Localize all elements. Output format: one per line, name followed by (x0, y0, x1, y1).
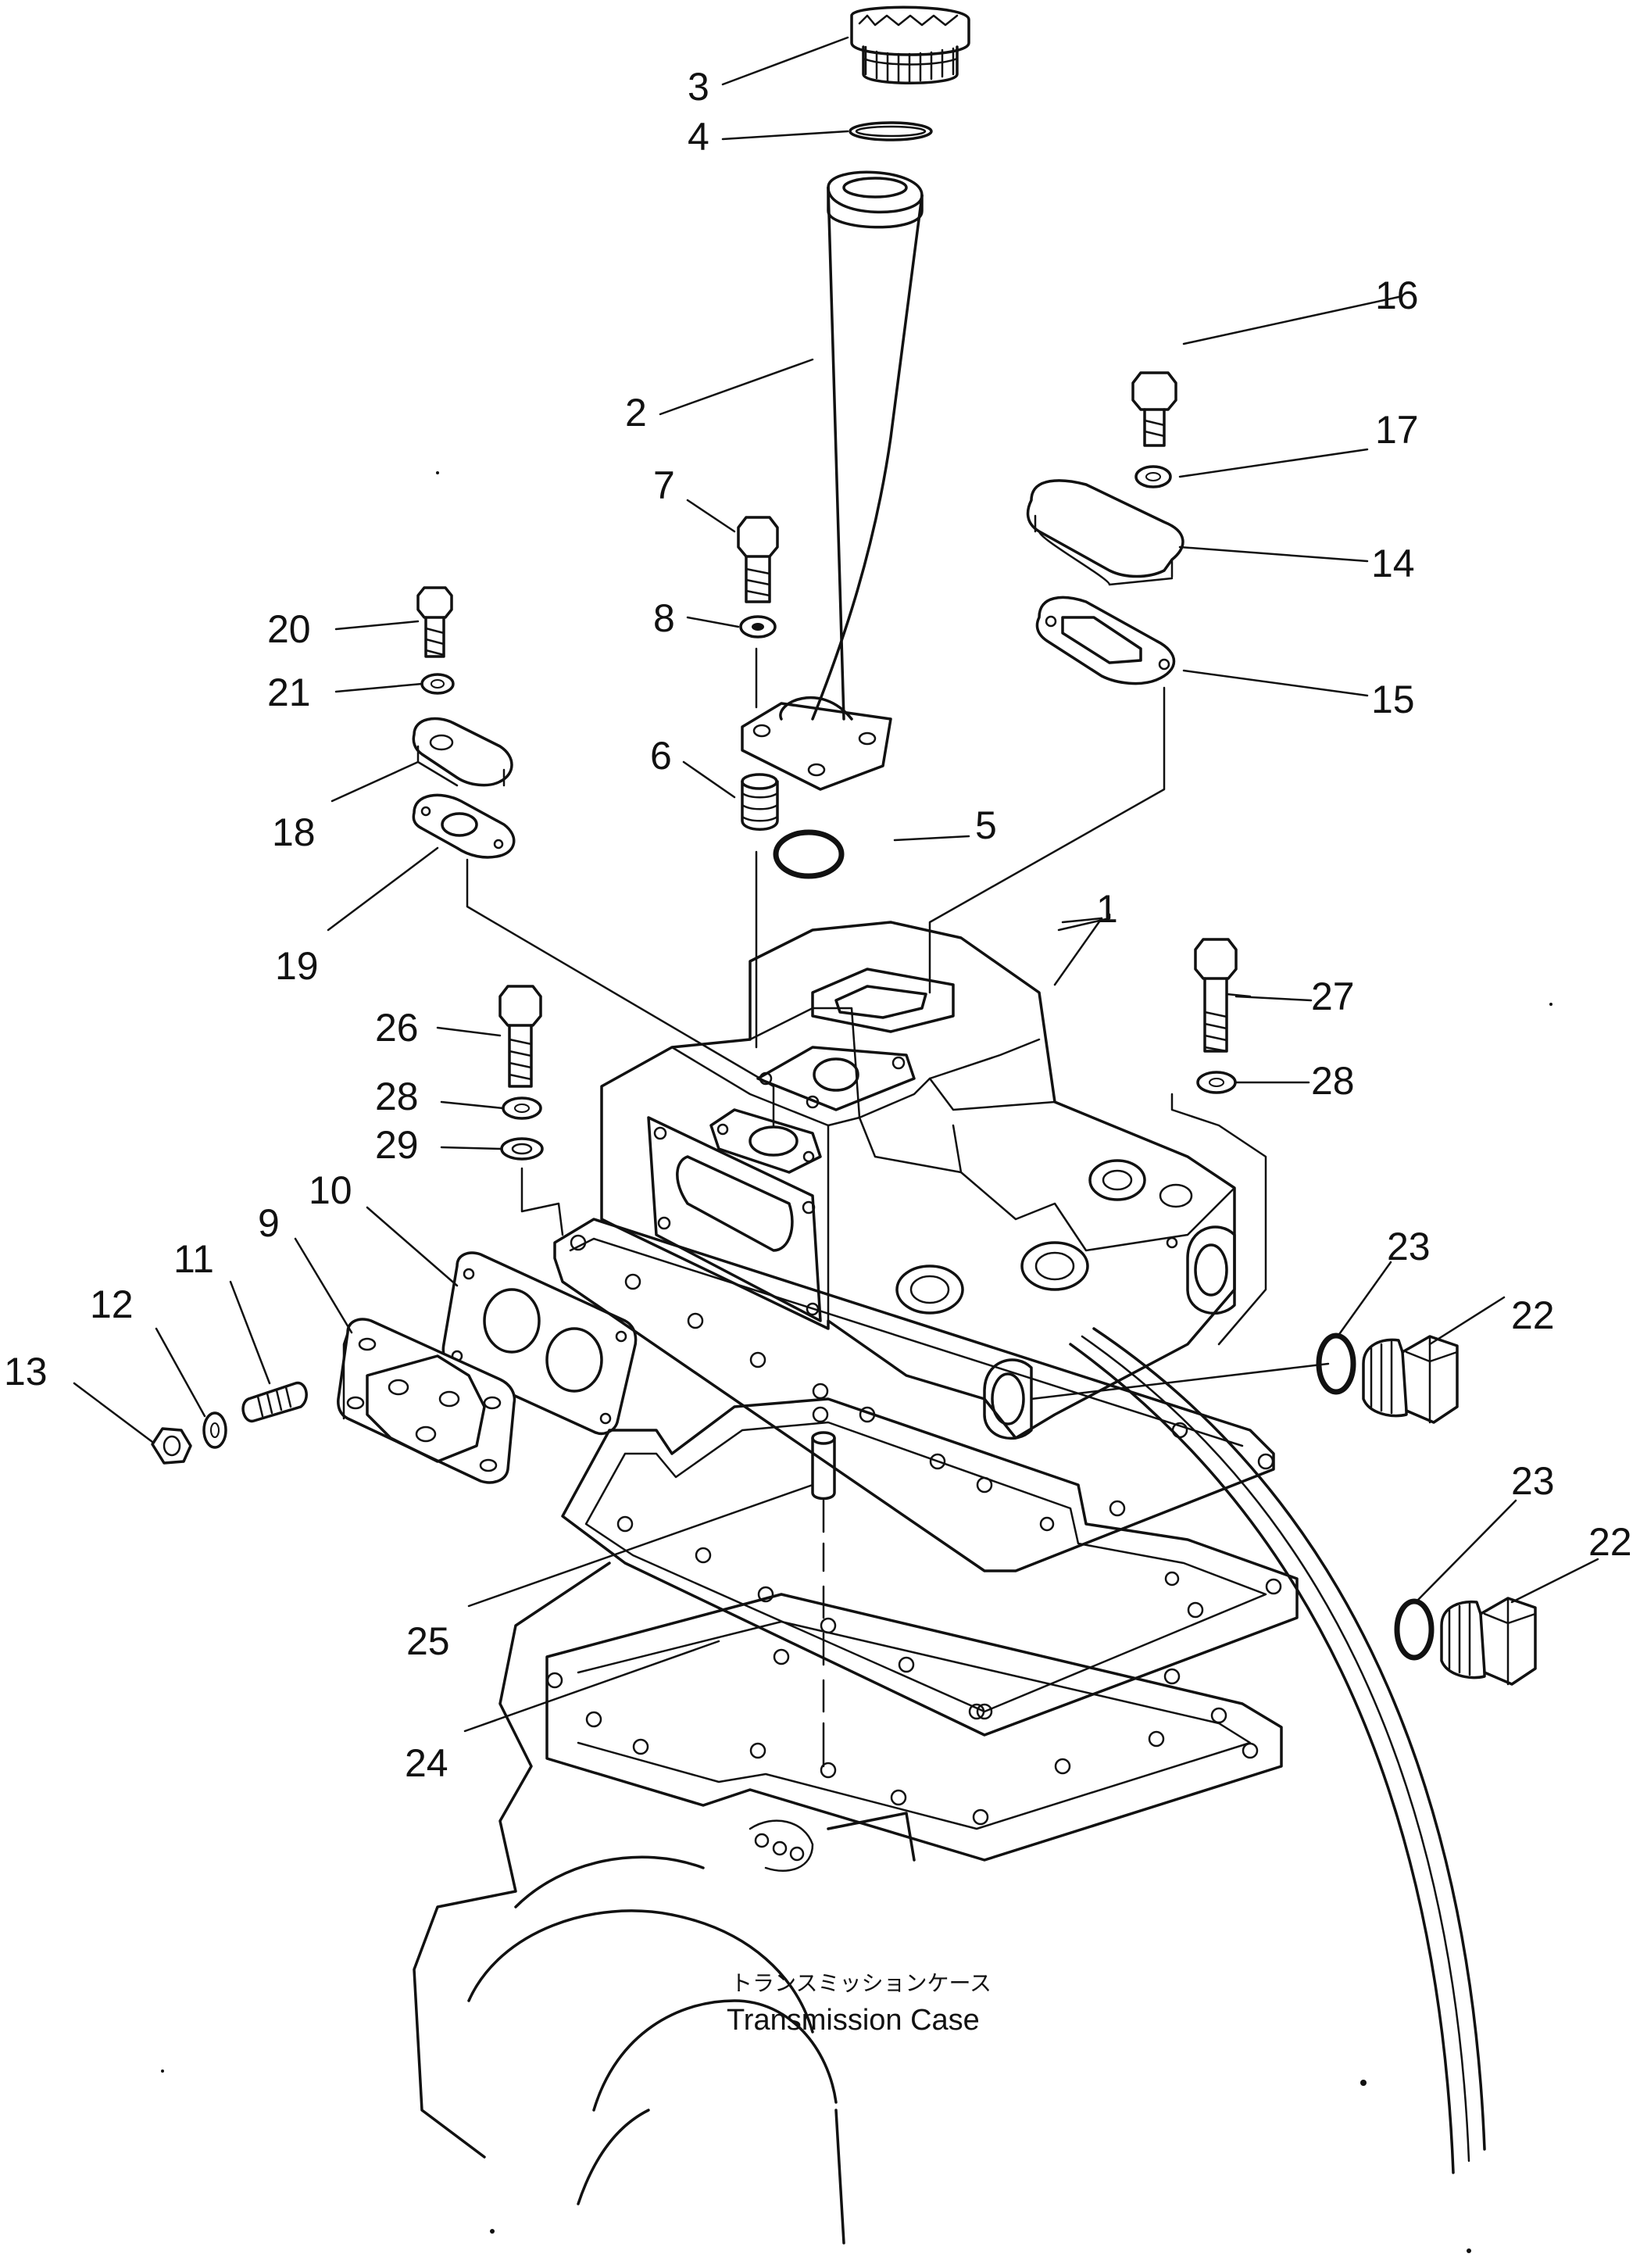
dowel-pin-25 (811, 1431, 836, 1501)
lock-washer-21 (420, 673, 455, 695)
o-ring-5 (773, 829, 845, 879)
lock-washer-28-left (502, 1096, 542, 1120)
gasket-24 (561, 1397, 1299, 1737)
callout-23-lower: 23 (1511, 1459, 1555, 1503)
callout-28-right: 28 (1311, 1059, 1355, 1103)
callout-7: 7 (653, 463, 675, 507)
lock-washer-8 (739, 615, 777, 639)
callout-20: 20 (267, 607, 311, 651)
lock-washer-17 (1134, 465, 1172, 488)
callout-16: 16 (1375, 274, 1419, 317)
drain-plug-22-lower (1440, 1597, 1537, 1686)
mount-plate-9 (337, 1318, 516, 1484)
callout-28-left: 28 (375, 1075, 419, 1118)
gasket-19 (412, 793, 516, 859)
o-ring-4 (849, 121, 933, 141)
callout-18: 18 (272, 810, 316, 854)
cover-plate-14 (1026, 479, 1184, 586)
bolt-26 (498, 985, 542, 1088)
nut-13 (151, 1427, 192, 1465)
scan-specks (161, 471, 1552, 2253)
case-label-japanese: トランスミッションケース (731, 1971, 992, 1995)
callout-4: 4 (688, 115, 709, 159)
gasket-15 (1035, 596, 1176, 685)
bolt-16 (1131, 371, 1177, 447)
callout-1: 1 (1096, 887, 1118, 931)
callout-3: 3 (688, 65, 709, 109)
case-label-english: Transmission Case (727, 2004, 980, 2037)
cover-plate-18 (412, 717, 513, 787)
callout-9: 9 (258, 1201, 280, 1245)
lock-washer-28-right (1196, 1071, 1237, 1094)
stud-11 (241, 1381, 308, 1422)
callout-27: 27 (1311, 975, 1355, 1018)
cover-body-1 (553, 921, 1275, 1572)
callout-12: 12 (90, 1282, 134, 1326)
callout-24: 24 (405, 1741, 448, 1785)
callout-19: 19 (275, 944, 319, 988)
callout-29: 29 (375, 1123, 419, 1167)
callout-8: 8 (653, 596, 675, 640)
callout-22-lower: 22 (1588, 1520, 1632, 1564)
lock-washer-12 (202, 1411, 227, 1449)
callout-11: 11 (173, 1237, 214, 1281)
assembly-lines (466, 647, 1330, 1768)
callout-14: 14 (1371, 542, 1415, 585)
transmission-case (413, 1327, 1486, 2245)
o-ring-23-upper (1316, 1333, 1356, 1395)
bolt-27 (1194, 938, 1238, 1053)
callout-15: 15 (1371, 678, 1415, 721)
bolt-20 (416, 586, 453, 658)
oil-filler-tube-2 (741, 170, 924, 791)
filler-cap-3 (850, 5, 970, 84)
callout-6: 6 (650, 734, 672, 778)
washer-29 (500, 1137, 544, 1161)
transmission-case-label: トランスミッションケース Transmission Case (727, 1971, 992, 2037)
callout-2: 2 (625, 391, 647, 435)
callout-22-upper: 22 (1511, 1293, 1555, 1337)
callout-23-upper: 23 (1387, 1225, 1431, 1268)
callout-13: 13 (4, 1350, 48, 1393)
breather-6 (741, 773, 779, 831)
callout-21: 21 (267, 671, 311, 714)
callout-25: 25 (406, 1619, 450, 1663)
callout-17: 17 (1375, 408, 1419, 452)
leader-lines (73, 36, 1599, 1733)
callout-numbers: 1 2 3 4 5 6 7 8 9 10 11 12 13 14 15 16 1… (4, 65, 1632, 1785)
callout-26: 26 (375, 1006, 419, 1050)
callout-10: 10 (309, 1168, 352, 1212)
o-ring-23-lower (1394, 1598, 1435, 1661)
bolt-7 (737, 516, 779, 603)
drain-plug-22-upper (1362, 1335, 1459, 1424)
callout-5: 5 (975, 803, 997, 847)
